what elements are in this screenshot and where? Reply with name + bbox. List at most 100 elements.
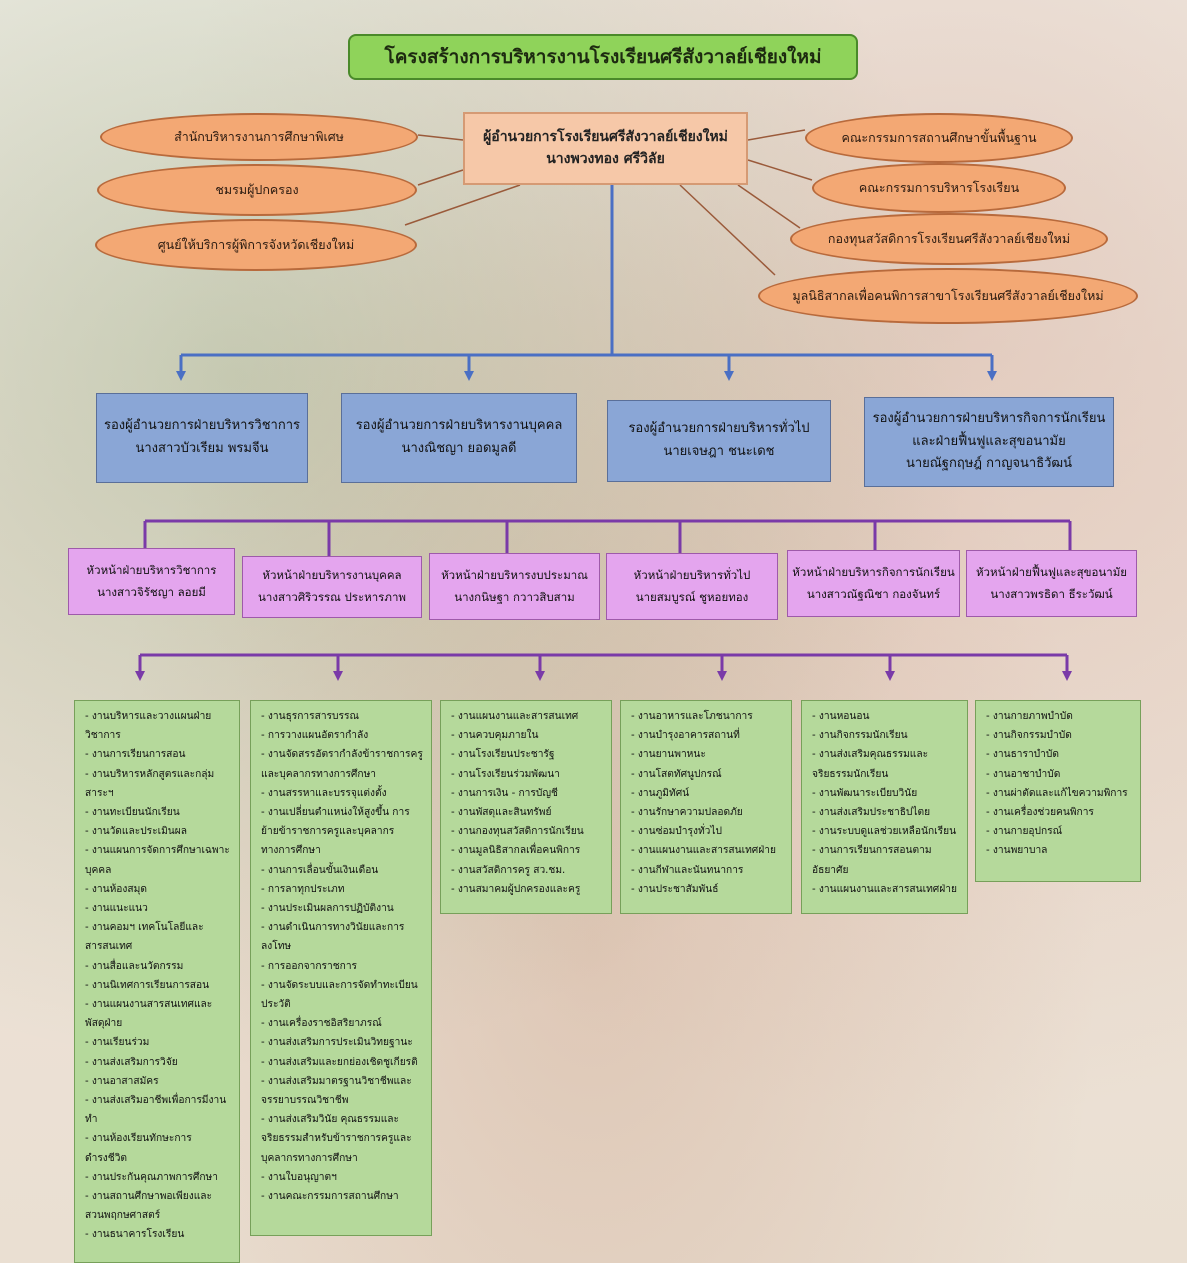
work-item: - งานบริหารหลักสูตรและกลุ่ม [85, 768, 215, 780]
work-item: - งานห้องสมุด [85, 883, 147, 895]
head-box-rehabilitation: หัวหน้าฝ่ายฟื้นฟูและสุขอนามัย นางสาวพรธิ… [966, 550, 1137, 617]
work-list-student-affairs: - งานหอนอน- งานกิจกรรมนักเรียน- งานส่งเส… [801, 700, 968, 914]
work-item: - งานจัดระบบและการจัดทำทะเบียน [261, 979, 418, 991]
work-item: จริยธรรมสำหรับข้าราชการครูและ [261, 1133, 412, 1145]
work-item: - งานการเลื่อนขั้นเงินเดือน [261, 864, 379, 876]
work-item: - งานภูมิทัศน์ [631, 787, 690, 799]
work-item: - งานแผนงานสารสนเทศและ [85, 999, 213, 1011]
work-item: - งานอาหารและโภชนาการ [631, 711, 753, 722]
work-list-general: - งานอาหารและโภชนาการ- งานบำรุงอาคารสถาน… [620, 700, 792, 914]
work-item: - งานสถานศึกษาพอเพียงและ [85, 1191, 212, 1203]
deputy-name: นายณัฐกฤษฎ์ กาญจนาธิวัฒน์ [905, 456, 1073, 472]
head-name: นางสาวจิรัชญา ลอยมี [97, 584, 206, 599]
work-item: - งานส่งเสริมการวิจัย [85, 1056, 178, 1068]
work-item: - งานสวัสดิการครู สว.ชม. [451, 864, 566, 876]
work-item: - งานการเรียนการสอน [85, 749, 186, 761]
work-item: - งานกิจกรรมนักเรียน [812, 730, 908, 742]
work-item: - งานแผนงานและสารสนเทศ [451, 711, 579, 722]
work-item: - งานส่งเสริมอาชีพเพื่อการมีงาน [85, 1095, 227, 1107]
work-item: - งานโสตทัศนูปกรณ์ [631, 768, 722, 780]
work-item: - งานคอมฯ เทคโนโลยีและ [85, 922, 204, 934]
work-item: - งานธุรการสารบรรณ [261, 711, 359, 722]
work-item: - งานเรียนร่วม [85, 1037, 150, 1049]
work-item: - งานกีฬาและนันทนาการ [631, 864, 744, 876]
work-item: - งานกิจกรรมบำบัด [986, 730, 1072, 742]
work-item: - งานเครื่องช่วยคนพิการ [986, 807, 1094, 819]
work-item: ลงโทษ [261, 941, 292, 953]
director-position: ผู้อำนวยการโรงเรียนศรีสังวาลย์เชียงใหม่ [483, 128, 728, 145]
head-box-personnel: หัวหน้าฝ่ายบริหารงานบุคคล นางสาวศิริวรรณ… [242, 556, 422, 618]
work-item: - งานบริหารและวางแผนฝ่าย [85, 711, 212, 722]
work-item: - งานธนาคารโรงเรียน [85, 1229, 185, 1241]
work-item: บุคคล [85, 864, 112, 876]
work-connectors [135, 653, 1072, 681]
head-name: นางสาวณัฐณิชา กองจันทร์ [806, 586, 941, 601]
work-item: - งานใบอนุญาตฯ [261, 1171, 337, 1183]
work-item: - งานนิเทศการเรียนการสอน [85, 979, 210, 991]
work-item: - งานทะเบียนนักเรียน [85, 807, 180, 819]
work-item: - งานประเมินผลการปฏิบัติงาน [261, 903, 394, 915]
work-item: ประวัติ [261, 999, 291, 1011]
work-item: - งานสมาคมผู้ปกครองและครู [451, 883, 581, 895]
left-unit-1: ชมรมผู้ปกครอง [97, 164, 417, 216]
head-box-budget: หัวหน้าฝ่ายบริหารงบประมาณ นางกนิษฐา กวาว… [429, 553, 600, 620]
work-item: - งานดำเนินการทางวินัยและการ [261, 922, 405, 934]
work-item: สวนพฤกษศาสตร์ [85, 1210, 161, 1222]
work-item: - งานอาสาสมัคร [85, 1075, 159, 1087]
right-unit-2: กองทุนสวัสดิการโรงเรียนศรีสังวาลย์เชียงใ… [790, 213, 1108, 265]
left-unit-2: ศูนย์ให้บริการผู้พิการจังหวัดเชียงใหม่ [95, 219, 417, 271]
deputy-title-line2: และฝ่ายฟื้นฟูและสุขอนามัย [912, 433, 1066, 449]
deputy-box-personnel: รองผู้อำนวยการฝ่ายบริหารงานบุคคล นางณิชญ… [341, 393, 577, 483]
work-item: ทางการศึกษา [261, 845, 321, 857]
work-item: - งานผ่าตัดและแก้ไขความพิการ [986, 787, 1128, 799]
work-item: - งานแผนงานและสารสนเทศฝ่าย [812, 883, 957, 895]
head-name: นางสาวศิริวรรณ ประหารภาพ [258, 590, 406, 604]
work-item: - งานหอนอน [812, 711, 870, 722]
work-item: - การออกจากราชการ [261, 960, 358, 972]
work-item: - งานประชาสัมพันธ์ [631, 883, 719, 895]
work-item: และบุคลากรทางการศึกษา [261, 768, 377, 780]
work-item: - งานวัดและประเมินผล [85, 826, 187, 838]
work-item: - งานพัสดุและสินทรัพย์ [451, 807, 552, 819]
work-item: - งานกองทุนสวัสดิการนักเรียน [451, 826, 584, 838]
work-item: - งานเปลี่ยนตำแหน่งให้สูงขึ้น การ [261, 807, 410, 819]
chart-title: โครงสร้างการบริหารงานโรงเรียนศรีสังวาลย์… [348, 34, 858, 80]
deputy-box-general: รองผู้อำนวยการฝ่ายบริหารทั่วไป นายเจษฎา … [607, 400, 831, 482]
work-item: - งานห้องเรียนทักษะการ [85, 1133, 192, 1145]
work-item: ดำรงชีวิต [85, 1152, 128, 1164]
work-item: - งานกายอุปกรณ์ [986, 826, 1063, 838]
deputy-title: รองผู้อำนวยการฝ่ายบริหารงานบุคคล [355, 418, 563, 434]
director-box: ผู้อำนวยการโรงเรียนศรีสังวาลย์เชียงใหม่ … [463, 112, 748, 185]
head-title: หัวหน้าฝ่ายบริหารกิจการนักเรียน [792, 564, 955, 579]
work-item: - การลาทุกประเภท [261, 883, 345, 895]
deputy-box-academic: รองผู้อำนวยการฝ่ายบริหารวิชาการ นางสาวบั… [96, 393, 308, 483]
deputy-title: รองผู้อำนวยการฝ่ายบริหารกิจการนักเรียน [872, 410, 1106, 426]
head-title: หัวหน้าฝ่ายบริหารงบประมาณ [441, 567, 588, 582]
deputy-title: รองผู้อำนวยการฝ่ายบริหารวิชาการ [103, 418, 300, 434]
work-item: - งานส่งเสริมและยกย่องเชิดชูเกียรติ [261, 1056, 418, 1068]
work-item: - งานแผนการจัดการศึกษาเฉพาะ [85, 845, 230, 857]
work-item: - งานควบคุมภายใน [451, 730, 539, 742]
work-item: - งานระบบดูแลช่วยเหลือนักเรียน [812, 826, 957, 838]
work-item: ทำ [85, 1114, 98, 1126]
work-item: - งานประกันคุณภาพการศึกษา [85, 1171, 218, 1183]
work-item: พัสดุฝ่าย [85, 1018, 123, 1030]
deputy-name: นางณิชญา ยอดมูลดี [401, 441, 517, 456]
work-item: - การวางแผนอัตรากำลัง [261, 730, 369, 742]
head-title: หัวหน้าฝ่ายบริหารงานบุคคล [262, 568, 402, 583]
work-item: วิชาการ [85, 730, 121, 742]
work-item: - งานสรรหาและบรรจุแต่งตั้ง [261, 787, 387, 799]
work-item: จรรยาบรรณวิชาชีพ [261, 1095, 349, 1107]
work-item: บุคลากรทางการศึกษา [261, 1152, 358, 1164]
work-item: - งานแผนงานและสารสนเทศฝ่าย [631, 845, 776, 857]
work-item: - งานส่งเสริมการประเมินวิทยฐานะ [261, 1037, 413, 1049]
right-unit-1: คณะกรรมการบริหารโรงเรียน [812, 163, 1066, 213]
head-title: หัวหน้าฝ่ายบริหารวิชาการ [86, 562, 217, 577]
work-item: - งานส่งเสริมวินัย คุณธรรมและ [261, 1114, 399, 1126]
head-name: นางสาวพรธิดา ธีระวัฒน์ [990, 586, 1113, 601]
work-item: - งานยานพาหนะ [631, 749, 706, 761]
work-item: - งานรักษาความปลอดภัย [631, 807, 743, 819]
deputy-title: รองผู้อำนวยการฝ่ายบริหารทั่วไป [628, 421, 810, 437]
work-item: - งานเครื่องราชอิสริยาภรณ์ [261, 1018, 382, 1030]
work-item: - งานซ่อมบำรุงทั่วไป [631, 826, 722, 838]
